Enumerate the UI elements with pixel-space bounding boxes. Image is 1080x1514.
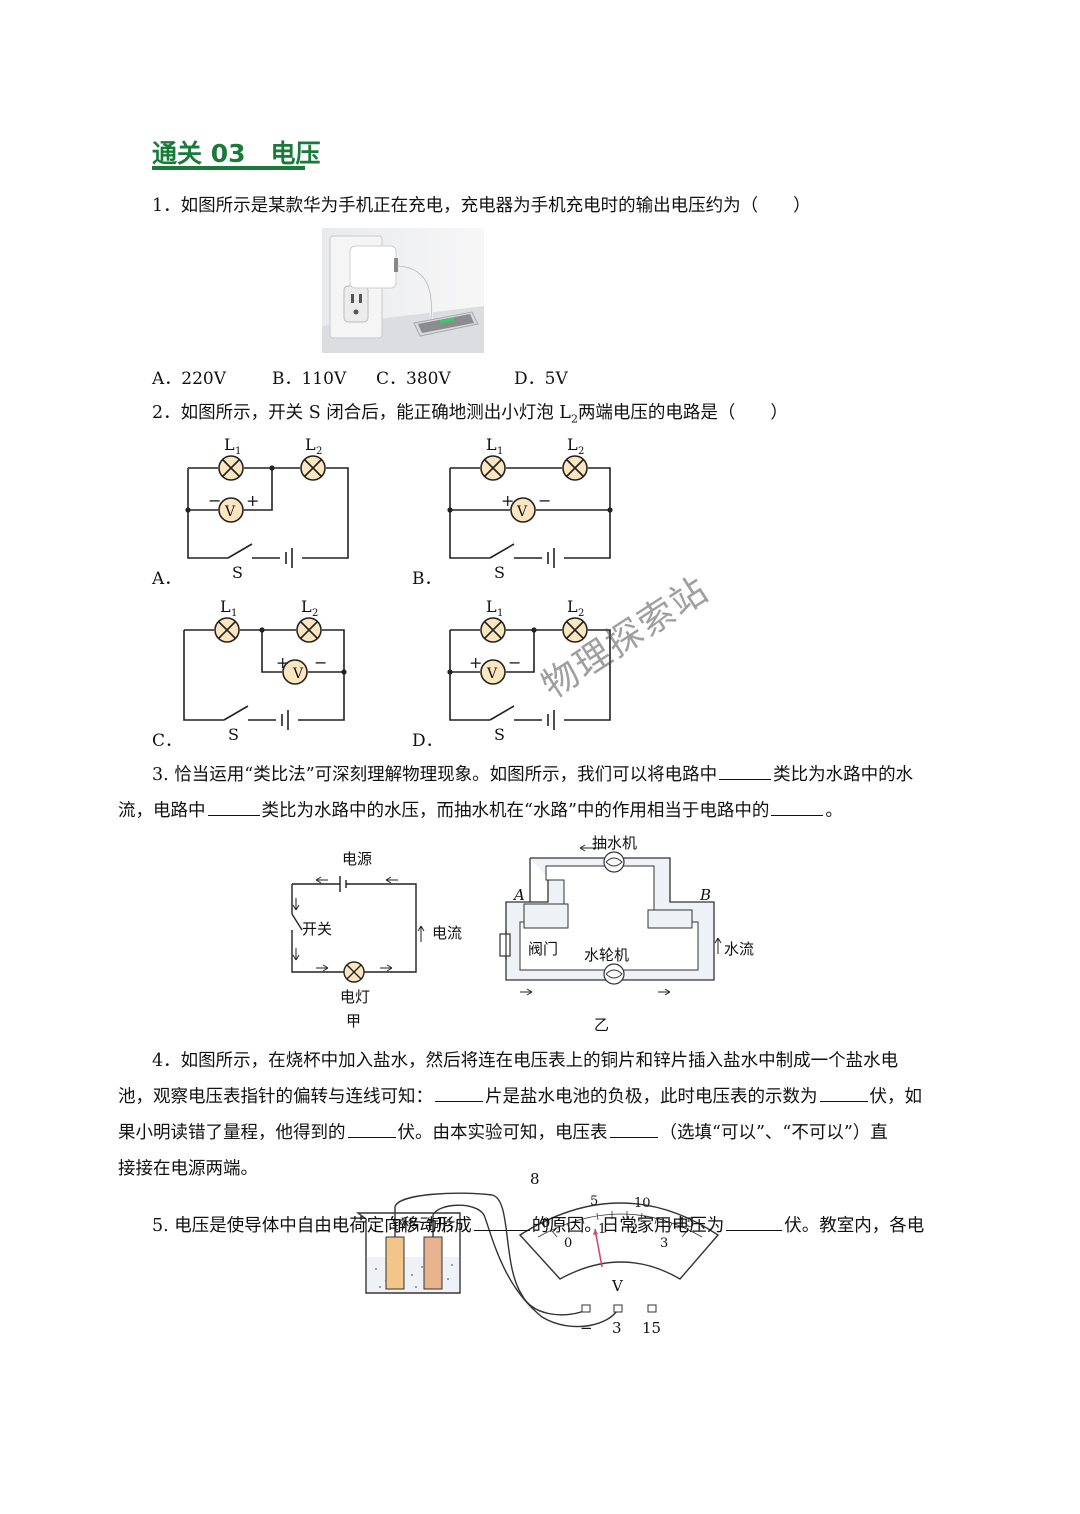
svg-text:1: 1	[497, 446, 503, 457]
water-circuit-figure	[499, 844, 722, 996]
svg-text:1: 1	[231, 608, 237, 619]
svg-text:2: 2	[312, 608, 318, 619]
svg-text:L: L	[486, 435, 497, 454]
svg-text:−: −	[314, 653, 327, 672]
salt-water-battery-figure: 锌片 铜片 0 5 10 15 0 1 2 3 V − 3 15	[355, 1192, 720, 1337]
page-number: 8	[530, 1170, 540, 1188]
question-4-line-1: 4．如图所示，在烧杯中加入盐水，然后将连在电压表上的铜片和锌片插入盐水中制成一个…	[152, 1051, 899, 1071]
answer-blank[interactable]	[609, 1120, 658, 1138]
meter-ticks	[551, 1211, 688, 1238]
svg-text:−: −	[538, 491, 551, 510]
svg-text:+: +	[501, 491, 514, 510]
question-4-line-3: 果小明读错了量程，他得到的伏。由本实验可知，电压表（选填“可以”、“不可以”）直	[118, 1119, 888, 1144]
svg-text:S: S	[494, 725, 505, 744]
svg-text:电源: 电源	[342, 850, 372, 868]
svg-text:−: −	[580, 1319, 593, 1337]
svg-text:10: 10	[634, 1196, 651, 1211]
svg-text:抽水机: 抽水机	[592, 834, 637, 852]
svg-text:L: L	[224, 435, 235, 454]
svg-text:L: L	[486, 597, 497, 616]
circuit-c	[183, 617, 345, 730]
answer-blank[interactable]	[719, 762, 772, 780]
question-2-option-a[interactable]: A．	[152, 569, 182, 589]
svg-text:S: S	[232, 563, 243, 582]
svg-text:1: 1	[497, 608, 503, 619]
svg-text:L: L	[305, 435, 316, 454]
svg-text:L: L	[220, 597, 231, 616]
answer-blank[interactable]	[771, 798, 824, 816]
svg-text:阀门: 阀门	[528, 940, 558, 958]
svg-text:V: V	[611, 1277, 624, 1295]
circuit-b	[449, 455, 611, 568]
answer-blank[interactable]	[207, 798, 260, 816]
svg-text:2: 2	[578, 446, 584, 457]
question-1-option-c[interactable]: C．380V	[376, 369, 451, 389]
svg-text:15: 15	[642, 1319, 661, 1337]
svg-text:B: B	[699, 886, 711, 904]
question-2-option-c[interactable]: C．	[152, 731, 183, 751]
svg-text:5: 5	[590, 1194, 598, 1209]
svg-text:2: 2	[578, 608, 584, 619]
svg-text:+: +	[246, 491, 259, 510]
svg-text:3: 3	[660, 1236, 668, 1251]
answer-blank[interactable]	[819, 1084, 868, 1102]
question-2-option-b[interactable]: B．	[412, 569, 442, 589]
svg-text:甲: 甲	[346, 1012, 361, 1030]
svg-text:1: 1	[235, 446, 241, 457]
svg-text:水轮机: 水轮机	[584, 946, 629, 964]
circuit-d	[449, 617, 611, 730]
question-2-text: 2．如图所示，开关 S 闭合后，能正确地测出小灯泡 L2两端电压的电路是（ ）	[152, 403, 788, 426]
electric-circuit-figure	[291, 876, 417, 983]
svg-text:电灯: 电灯	[340, 988, 370, 1006]
question-1-option-a[interactable]: A．220V	[152, 369, 227, 389]
circuit-a	[187, 455, 349, 568]
question-1-option-b[interactable]: B．110V	[272, 369, 347, 389]
svg-text:15: 15	[678, 1216, 695, 1231]
svg-text:0: 0	[542, 1216, 550, 1231]
svg-text:−: −	[208, 491, 221, 510]
question-1-text: 1．如图所示是某款华为手机正在充电，充电器为手机充电时的输出电压约为（ ）	[152, 196, 811, 216]
current-arrows	[292, 876, 425, 972]
answer-blank[interactable]	[347, 1120, 396, 1138]
svg-text:铜片: 铜片	[426, 1216, 456, 1234]
svg-text:S: S	[228, 725, 239, 744]
question-3-line-1: 3. 恰当运用“类比法”可深刻理解物理现象。如图所示，我们可以将电路中类比为水路…	[152, 761, 913, 786]
svg-text:A: A	[512, 886, 525, 904]
svg-text:水流: 水流	[724, 940, 754, 958]
svg-text:3: 3	[612, 1319, 622, 1337]
svg-text:V: V	[516, 504, 528, 520]
question-2-option-d[interactable]: D．	[412, 731, 443, 751]
page-title: 通关 03 电压	[152, 139, 321, 168]
answer-blank[interactable]	[435, 1084, 483, 1102]
question-4-line-2: 池，观察电压表指针的偏转与连线可知：片是盐水电池的负极，此时电压表的示数为伏，如	[118, 1083, 922, 1108]
svg-text:V: V	[292, 666, 304, 682]
svg-text:V: V	[224, 504, 236, 520]
svg-text:2: 2	[316, 446, 322, 457]
svg-text:1: 1	[598, 1222, 606, 1237]
svg-text:+: +	[469, 653, 482, 672]
question-3-line-2: 流，电路中类比为水路中的水压，而抽水机在“水路”中的作用相当于电路中的。	[118, 797, 843, 822]
svg-text:−: −	[508, 653, 521, 672]
svg-text:2: 2	[630, 1222, 638, 1237]
svg-text:电流: 电流	[432, 924, 462, 942]
question-5-text: 5. 电压是使导体中自由电荷定向移动形成的原因。日常家用电压为伏。教室内，各电	[152, 1212, 924, 1237]
question-3-analogy-figures: 电源 开关 电流 电灯 甲 抽水机 A B 阀门 水轮机 水流 乙	[291, 834, 754, 1034]
svg-text:0: 0	[564, 1236, 572, 1251]
title-underline	[152, 166, 305, 170]
svg-text:L: L	[567, 597, 578, 616]
svg-text:乙: 乙	[594, 1016, 609, 1034]
svg-text:L: L	[301, 597, 312, 616]
svg-text:V: V	[486, 666, 498, 682]
svg-text:L: L	[567, 435, 578, 454]
answer-blank[interactable]	[473, 1213, 530, 1231]
svg-text:+: +	[276, 653, 289, 672]
svg-text:S: S	[494, 563, 505, 582]
svg-text:开关: 开关	[302, 920, 332, 938]
svg-text:锌片: 锌片	[392, 1216, 422, 1234]
question-4-line-4: 接接在电源两端。	[118, 1159, 258, 1179]
answer-blank[interactable]	[726, 1213, 783, 1231]
question-1-option-d[interactable]: D．5V	[514, 369, 568, 389]
charging-phone-photo	[322, 228, 484, 353]
